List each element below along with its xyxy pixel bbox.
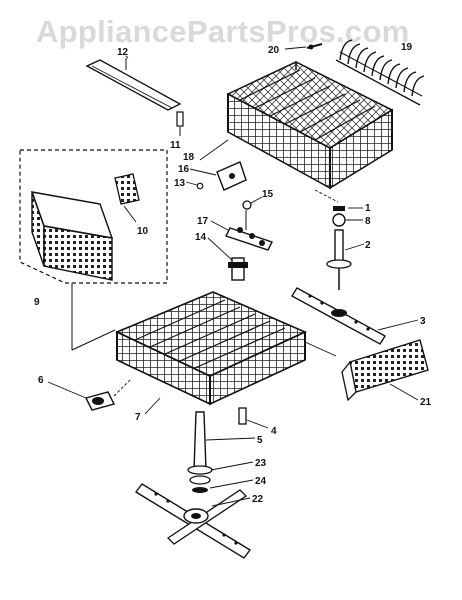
- part-13-screw: [185, 181, 204, 190]
- label-5: 5: [257, 435, 263, 446]
- label-14: 14: [195, 232, 207, 243]
- label-2: 2: [365, 240, 371, 251]
- label-24: 24: [255, 476, 267, 487]
- part-15-bearing: [242, 196, 263, 210]
- part-1-nut: [333, 206, 363, 211]
- part-17-spray-manifold: [210, 210, 273, 251]
- label-12: 12: [117, 47, 129, 58]
- part-22-lower-spray-arm: [134, 483, 252, 559]
- label-15: 15: [262, 189, 274, 200]
- leader-18: [199, 139, 229, 161]
- label-6: 6: [38, 375, 44, 386]
- part-9-basket-insert: [30, 191, 114, 281]
- label-18: 18: [183, 152, 195, 163]
- label-10: 10: [137, 226, 149, 237]
- label-4: 4: [271, 426, 277, 437]
- part-19-tines: [335, 39, 425, 106]
- label-8: 8: [365, 216, 371, 227]
- label-11: 11: [170, 140, 181, 151]
- label-3: 3: [420, 316, 426, 327]
- label-21: 21: [420, 397, 432, 408]
- label-17: 17: [197, 216, 209, 227]
- label-16: 16: [178, 164, 190, 175]
- part-10-small-basket: [114, 173, 140, 223]
- label-22: 22: [252, 494, 264, 505]
- label-9: 9: [34, 297, 40, 308]
- label-7: 7: [135, 412, 141, 423]
- part-21-cutlery-basket: [341, 339, 429, 402]
- part-3-upper-spray-arm: [291, 287, 419, 345]
- part-16-bracket: [189, 161, 247, 191]
- part-4-pin: [238, 407, 269, 429]
- label-19: 19: [401, 42, 413, 53]
- part-8-hub: [332, 213, 363, 227]
- part-7-lower-rack: [115, 291, 337, 415]
- label-1: 1: [365, 203, 371, 214]
- leader-18-to-1: [314, 189, 339, 203]
- part-5-lower-spray-tube: [187, 411, 256, 475]
- label-20: 20: [268, 45, 280, 56]
- label-23: 23: [255, 458, 267, 469]
- part-6-rack-wheel: [47, 379, 131, 411]
- part-11-clip: [176, 111, 184, 136]
- part-20-screw: [284, 43, 323, 50]
- part-24-washer: [192, 479, 254, 493]
- part-12-rail: [85, 58, 182, 111]
- part-14-valve: [207, 237, 248, 281]
- part-2-spray-tube: [326, 229, 365, 290]
- part-23-seal: [189, 461, 254, 485]
- label-13: 13: [174, 178, 186, 189]
- part-18-upper-rack: [226, 61, 394, 190]
- leader-12: [125, 55, 129, 59]
- part-9-dashed-group: [19, 149, 168, 351]
